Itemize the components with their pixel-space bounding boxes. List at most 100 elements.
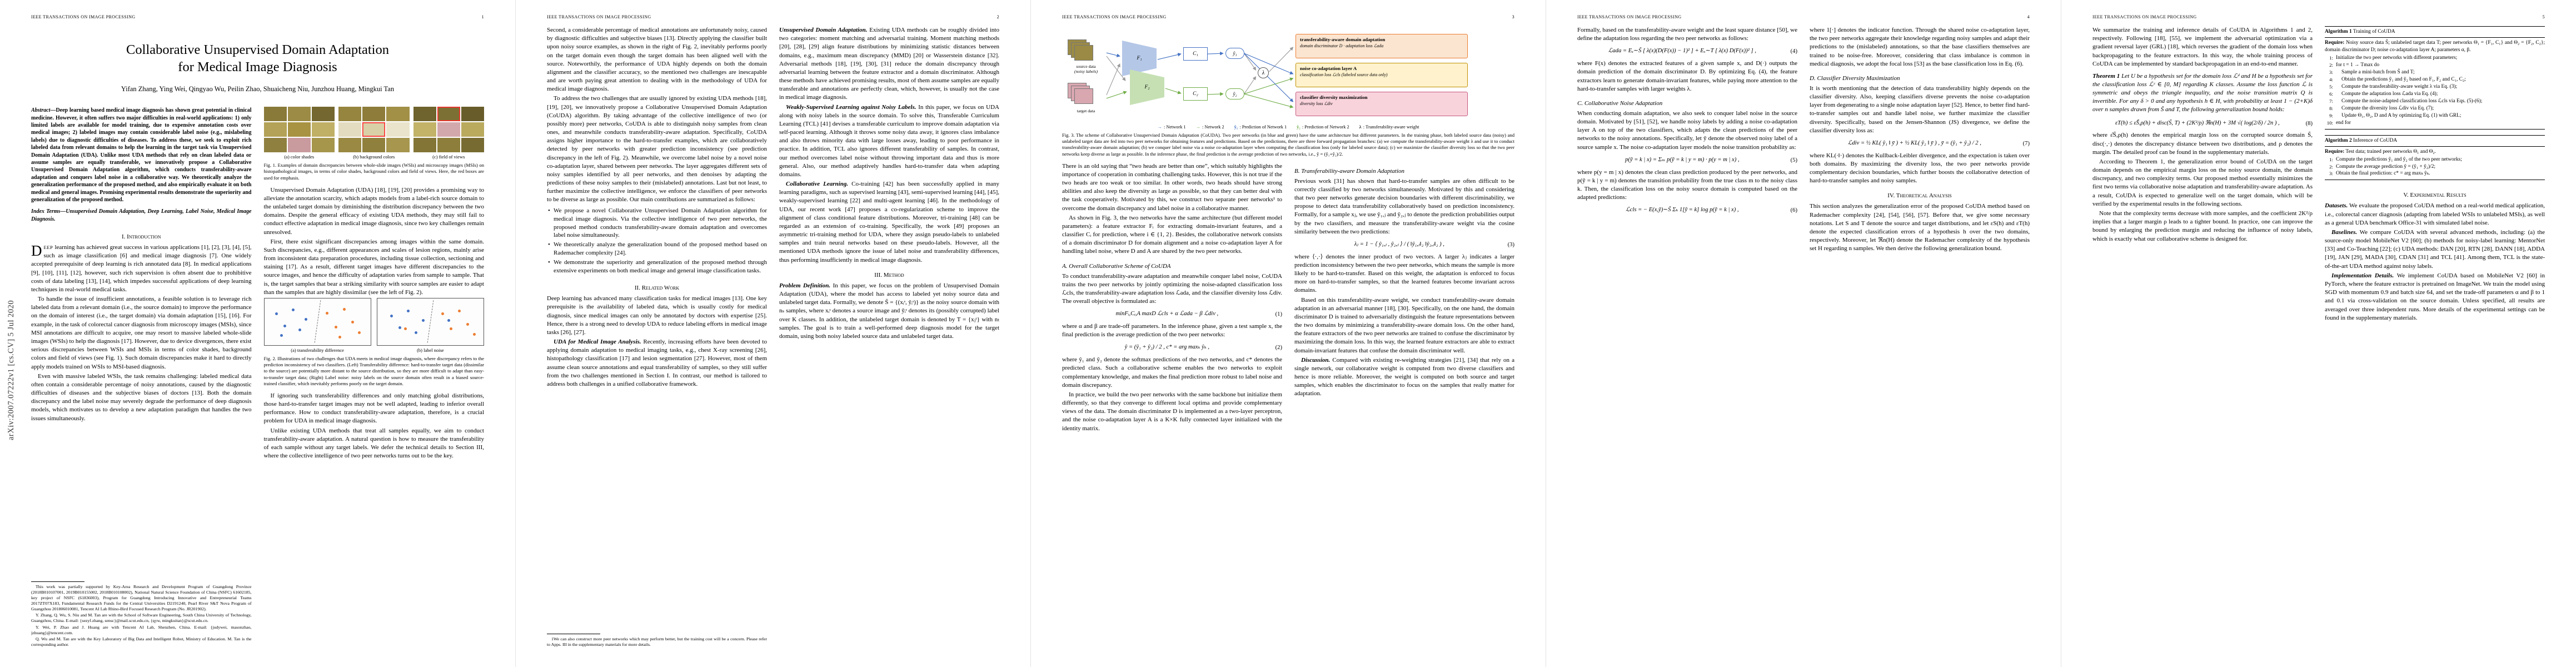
problem-definition: Problem Definition. In this paper, we fo…: [779, 282, 999, 340]
scatter-dot: [472, 333, 476, 336]
histology-tile: [386, 122, 410, 137]
algorithm-1: Algorithm 1 Training of CoUDA Require: N…: [2325, 26, 2545, 130]
footnote-line: Q. Wu and M. Tan are with the Key Labora…: [31, 636, 252, 647]
index-terms-label: Index Terms—: [31, 208, 66, 215]
network-implementation: In practice, we build the two peer netwo…: [1062, 391, 1282, 432]
histology-tile: [461, 138, 484, 153]
subsection-diversity: D. Classifier Diversity Maximization: [1810, 74, 1900, 82]
algorithm2-require: Require: Test data; trained peer network…: [2325, 148, 2437, 155]
histology-tile: [362, 107, 386, 122]
related-work-noisy-labels: Weakly-Supervised Learning against Noisy…: [779, 103, 999, 178]
arxiv-watermark: arXiv:2007.07222v1 [cs.CV] 5 Jul 2020: [7, 300, 16, 440]
footnote-lines: 1We can also construct more peer network…: [547, 636, 767, 648]
source-image: [1074, 45, 1093, 61]
paragraph-uda: Unsupervised Domain Adaptation (UDA) [18…: [263, 186, 485, 236]
figure1-subfigure: (c) field of views: [413, 107, 484, 160]
lambda-weight-chip: λ: [1258, 67, 1269, 78]
contribution-list: We propose a novel Collaborative Unsuper…: [547, 207, 767, 277]
algorithm-step: 3:Obtain the final prediction: c* = arg …: [2329, 171, 2430, 177]
drop-cap: D: [31, 242, 42, 260]
abstract: Abstract—Deep learning based medical ima…: [31, 107, 252, 203]
author-list: Yifan Zhang, Ying Wei, Qingyao Wu, Peili…: [121, 85, 395, 93]
page5-right-column: Algorithm 1 Training of CoUDA Require: N…: [2325, 26, 2545, 648]
intro-paragraph-3: Even with massive labeled WSIs, the task…: [31, 372, 252, 422]
algorithm1-require: Require: Noisy source data S̃; unlabeled…: [2325, 39, 2545, 53]
abstract-label: Abstract—: [31, 107, 56, 114]
algorithm2-steps: 1:Compute the predictions ŷ₁ and ŷ₂ of t…: [2325, 156, 2545, 178]
algorithm-step: 8:Compute the diversity loss ℒdiv via Eq…: [2329, 105, 2434, 111]
algorithm1-title: Algorithm 1 Training of CoUDA: [2325, 27, 2545, 38]
adaptation-loss-explanation: where F(x) denotes the extracted feature…: [1577, 60, 1797, 92]
scatter-dot: [292, 308, 295, 312]
paragraph-transferability: If ignoring such transferability differe…: [263, 392, 485, 425]
target-data-label: target data: [1077, 108, 1095, 113]
histology-tile: [413, 122, 436, 137]
algorithm-step: 6:Compute the adaptation loss ℒada via E…: [2329, 91, 2438, 97]
histology-tile: [311, 107, 335, 122]
page-5: IEEE TRANSACTIONS ON IMAGE PROCESSING 5 …: [2061, 0, 2576, 667]
journal-name: IEEE TRANSACTIONS ON IMAGE PROCESSING: [1062, 14, 1167, 19]
equation-7: ℒdiv = ½ KL( ŷ₁ ‖ ȳ ) + ½ KL( ŷ₂ ‖ ȳ ) ,…: [1847, 140, 2030, 147]
scatter-dot: [422, 318, 425, 322]
scatter-dot: [357, 331, 361, 334]
theorem-terms: where ε̂S̃,ρ(h) denotes the empirical ma…: [2092, 132, 2313, 156]
theorem-1: Theorem 1 Let U be a hypothesis set for …: [2092, 72, 2313, 113]
page1-left-column: Abstract—Deep learning based medical ima…: [31, 107, 252, 648]
footnote-line: 1We can also construct more peer network…: [547, 636, 767, 647]
adaptation-loss-box: transferability-aware domain adaptation …: [1296, 34, 1468, 58]
scatter-dot: [275, 312, 278, 316]
algorithm2-title: Algorithm 2 Inference of CoUDA: [2325, 136, 2545, 147]
source-image-stack: [1068, 39, 1094, 62]
algorithm-step: 7:Compute the noise-adapted classificati…: [2329, 98, 2483, 104]
transferability-detection: Previous work [31] has shown that hard-t…: [1294, 177, 1514, 235]
scatter-dot: [458, 310, 461, 313]
diversity-loss-box: classifier diversity maximization divers…: [1296, 92, 1468, 116]
scatter-dot: [338, 336, 342, 339]
scatter-dot: [334, 325, 337, 328]
figure-2: (a) transferability difference (b) label…: [263, 298, 485, 387]
figure-1: (a) color shades(b) background colors(c)…: [263, 107, 484, 181]
algorithm-step: 1:Initialize the two peer networks with …: [2329, 54, 2458, 61]
title-block: Collaborative Unsupervised Domain Adapta…: [31, 42, 484, 93]
paragraph-couda-overview: To address the two challenges that are u…: [547, 95, 767, 203]
method-architecture: As shown in Fig. 3, the two networks hav…: [1062, 214, 1282, 255]
scatter-dot: [403, 327, 407, 331]
algorithm-step: 1:Compute the predictions ŷ₁ and ŷ₂ of t…: [2329, 156, 2462, 162]
paragraph-challenge-1: First, there exist significant discrepan…: [263, 238, 485, 296]
paper-title-line2: for Medical Image Diagnosis: [178, 59, 337, 74]
equation-3: λⱼ = 1 − ⟨ ŷ₁,ⱼ , ŷ₂,ⱼ ⟩ / ( ‖ŷ₁,ⱼ‖₂ ‖ŷ₂…: [1354, 241, 1514, 248]
scatter-dot: [298, 328, 301, 331]
figure3-legend-item: → : Network 2: [1195, 125, 1224, 130]
weight-explanation: where ⟨·,·⟩ denotes the inner product of…: [1294, 253, 1514, 294]
page-4: IEEE TRANSACTIONS ON IMAGE PROCESSING 4 …: [1546, 0, 2061, 667]
algorithm-step: 9:Update Θ₁, Θ₂, D and A by optimizing E…: [2329, 112, 2462, 118]
scatter-dot: [466, 322, 470, 326]
figure2-sublabels: (a) transferability difference (b) label…: [264, 346, 485, 353]
equation-6: ℒcls = − E(x,ỹ)∼S̃ Σₖ 1[ỹ = k] log p(ỹ =…: [1626, 207, 1797, 214]
histology-tile: [362, 138, 386, 153]
histology-tile: [287, 138, 311, 153]
scatter-dot: [398, 326, 401, 330]
histology-tile: [461, 107, 484, 122]
histology-tile: [287, 122, 311, 137]
page-1: IEEE TRANSACTIONS ON IMAGE PROCESSING 1 …: [0, 0, 515, 667]
equation-1: minFᵢ,Cᵢ,A maxD ℒcls + α ℒada − β ℒdiv ,…: [1115, 311, 1282, 318]
histology-tile: [437, 138, 460, 153]
page5-left-column: We summarize the training and inference …: [2092, 26, 2313, 648]
scatter-dots-left: [265, 298, 371, 345]
page-header: IEEE TRANSACTIONS ON IMAGE PROCESSING 3: [1062, 14, 1514, 19]
scatter-dot: [351, 321, 355, 324]
figure3-legend-item: ŷ₁ : Prediction of Network 1: [1234, 125, 1287, 130]
implementation-paragraph: Implementation Details. We implement CoU…: [2325, 272, 2545, 321]
scatter-dots-right: [377, 298, 484, 345]
transition-explanation: where p(y = m | x) denotes the clean cla…: [1577, 168, 1797, 201]
prediction-2-chip: ŷ₂: [1225, 88, 1244, 99]
page3-left-column: There is an old saying that “two heads a…: [1062, 162, 1282, 648]
paper-title: Collaborative Unsupervised Domain Adapta…: [31, 42, 484, 76]
figure2-sublabel-b: (b) label noise: [417, 347, 444, 353]
equation-5: p(ỹ = k | x) = Σₘ p(ỹ = k | y = m) · p(y…: [1625, 156, 1797, 163]
page-number: 4: [2027, 14, 2030, 19]
prediction-1-chip: ŷ₁: [1225, 48, 1244, 59]
histology-tile: [311, 122, 335, 137]
figure2-panel-transferability: [263, 298, 371, 346]
